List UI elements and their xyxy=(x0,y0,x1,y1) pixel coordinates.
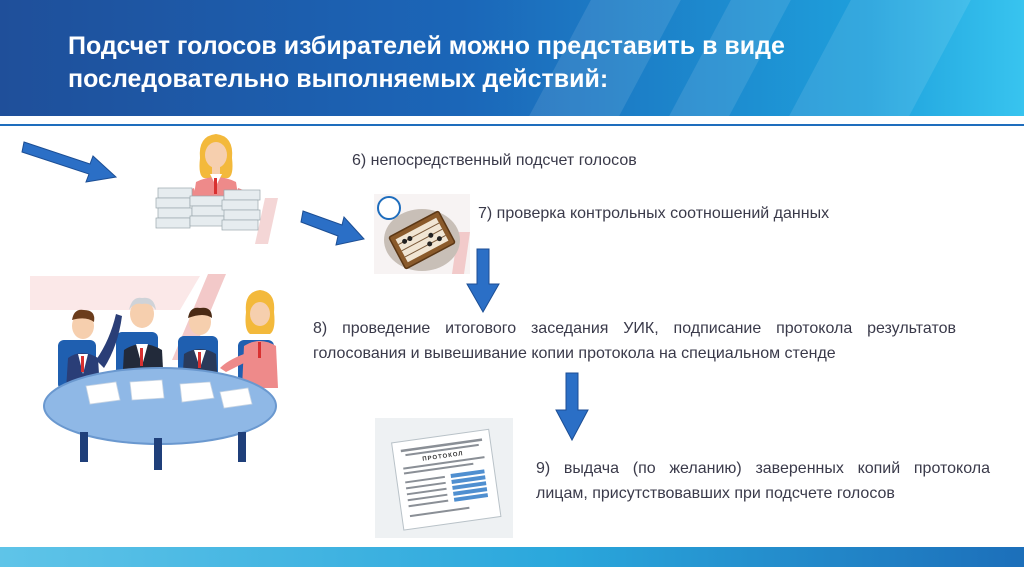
commission-meeting-illustration xyxy=(30,274,278,470)
step-6-text: 6) непосредственный подсчет голосов xyxy=(352,152,637,169)
header-divider xyxy=(0,124,1024,126)
protocol-doc-label: ПРОТОКОЛ xyxy=(422,451,464,463)
page-title: Подсчет голосов избирателей можно предст… xyxy=(68,32,785,93)
protocol-card: ПРОТОКОЛ xyxy=(375,418,513,538)
abacus-illustration xyxy=(374,194,470,274)
arrow-right-icon xyxy=(300,210,365,246)
step-8-text: 8) проведение итогового заседания УИК, п… xyxy=(313,320,956,362)
step-9-text: 9) выдача (по желанию) заверенных копий … xyxy=(536,460,990,502)
arrow-down-icon xyxy=(555,372,589,442)
step-7-text: 7) проверка контрольных соотношений данн… xyxy=(478,205,830,222)
arrow-right-icon xyxy=(21,141,118,183)
arrow-down-icon xyxy=(466,248,500,314)
protocol-document-illustration: ПРОТОКОЛ xyxy=(391,428,502,531)
header-banner: Подсчет голосов избирателей можно предст… xyxy=(0,0,1024,116)
footer-bar xyxy=(0,547,1024,567)
counting-woman-illustration xyxy=(155,134,278,244)
